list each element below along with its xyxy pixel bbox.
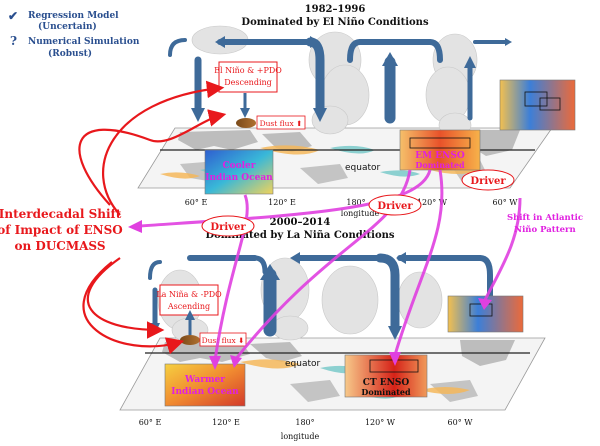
bottom-io-line-2: Indian Ocean [171,387,239,397]
driver-label-3: Driver [470,176,506,187]
top-enso-line-2: Dominated [415,160,465,170]
top-enso-line-1: EM ENSO [415,151,465,161]
top-tick-2: 180° [346,198,365,207]
top-box-line-1: El Niño & +PDO [214,66,282,75]
bottom-dust-box [199,332,247,347]
driver-cloud-2: Driver [368,194,422,216]
top-atlantic-inset [499,79,576,131]
driver-arrows [139,169,522,361]
atlantic-shift-label-1: Shift in Atlantic [507,213,583,223]
bottom-equator-label: equator [285,359,321,369]
top-circulation-heads [191,36,512,122]
driver-label-1: Driver [210,222,246,233]
bottom-dust-label: Dust flux ⬇ [202,336,245,345]
regression-label-1: Regression Model [28,11,119,21]
bottom-tick-4: 60° W [448,418,474,427]
regression-check-icon: ✔ [8,9,18,23]
top-period-title: 1982–1996 [305,4,366,15]
legend: ✔ Regression Model (Uncertain) ? Numeric… [8,9,140,59]
driver-arrow-heads [128,220,492,370]
bottom-tick-1: 120° E [212,418,240,427]
bottom-tick-2: 180° [295,418,314,427]
top-condition-title: Dominated by El Niño Conditions [241,17,429,28]
bottom-condition-title: Dominated by La Niña Conditions [205,230,394,241]
bottom-panel: equator La Niña & -PDO [119,217,546,441]
simulation-label-1: Numerical Simulation [28,37,140,47]
top-land-south [180,160,488,184]
top-io-line-1: Cooler [222,161,255,171]
top-condition-box [218,61,278,93]
top-dust-label: Dust flux ⬆ [260,119,303,128]
top-tick-0: 60° E [185,198,208,207]
shift-label-3: on DUCMASS [15,239,106,253]
top-tick-3: 120° W [417,198,448,207]
simulation-label-2: (Robust) [48,48,92,59]
shift-label-2: of Impact of ENSO [0,223,123,237]
top-tick-4: 60° W [493,198,519,207]
bottom-enso-line-1: CT ENSO [363,378,410,388]
top-circulation [168,37,507,124]
bottom-enso-line-2: Dominated [361,387,411,397]
top-dust-blob [236,118,256,128]
regression-label-2: (Uncertain) [38,21,97,32]
top-anom-orange [160,145,480,179]
bottom-land-south [165,376,478,402]
top-panel: equator [137,4,576,218]
bottom-condition-box [159,284,219,316]
bottom-dust-blob [180,335,200,345]
driver-label-2: Driver [377,201,413,212]
bottom-period-title: 2000–2014 [270,217,331,228]
top-axis-label: longitude [341,209,380,218]
top-indian-ocean-inset: Cooler Indian Ocean [204,149,274,195]
shift-label-1: Interdecadal Shift [0,207,122,221]
bottom-enso-inset: CT ENSO Dominated [344,354,428,398]
top-equator-label: equator [345,163,381,173]
bottom-io-line-1: Warmer [184,375,225,385]
bottom-tick-0: 60° E [139,418,162,427]
driver-cloud-1: Driver [201,215,255,237]
bottom-indian-ocean-inset: Warmer Indian Ocean [164,363,246,407]
bottom-circulation [148,253,493,337]
bottom-box-line-2: Ascending [167,302,210,311]
simulation-question-icon: ? [10,34,17,48]
top-enso-inset: EM ENSO Dominated [399,129,481,171]
top-box-line-2: Descending [224,78,272,87]
driver-cloud-3: Driver [461,169,515,191]
bottom-anom-orange [240,359,470,394]
top-dust-box [256,115,306,130]
atlantic-shift-label-2: Niño Pattern [514,224,575,235]
top-tick-1: 120° E [268,198,296,207]
top-io-line-2: Indian Ocean [205,173,273,183]
driver-clouds: Driver Driver Driver [201,169,515,237]
bottom-box-line-1: La Niña & -PDO [156,290,222,299]
bottom-axis-label: longitude [281,432,320,441]
shift-arrows [78,80,227,355]
bottom-tick-3: 120° W [365,418,396,427]
